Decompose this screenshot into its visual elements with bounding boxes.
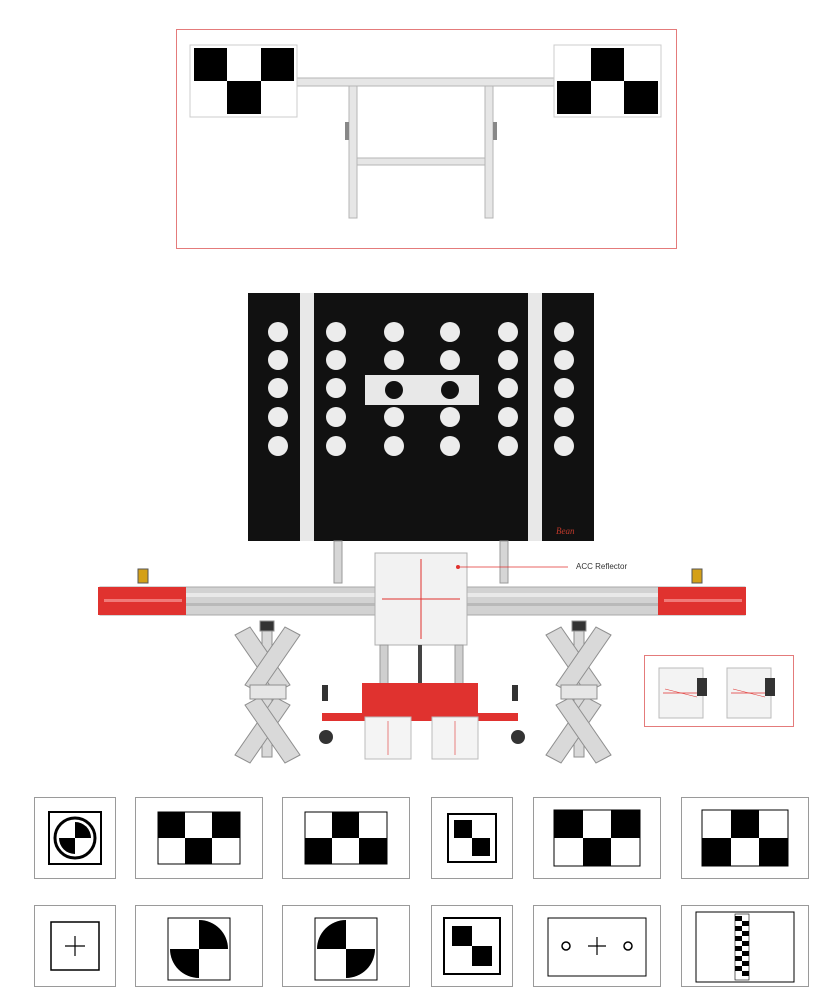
- target-dot-crosshair: [533, 905, 661, 987]
- checkerboard-target-icon: [157, 811, 241, 865]
- target-checker-4: [681, 797, 809, 879]
- target-vertical-scale: [681, 905, 809, 987]
- small-reflector-right: [726, 667, 775, 719]
- reflector-inset-panel: [644, 655, 794, 727]
- camera-calibration-frame-panel: [176, 29, 677, 249]
- target-quarter-circle-small: [34, 797, 116, 879]
- checkerboard-target-icon: [701, 809, 789, 867]
- checkerboard-target-icon: [304, 811, 388, 865]
- camera-calibration-frame-illustration: [189, 44, 662, 219]
- target-checker-small: [431, 797, 513, 879]
- target-checker-3: [533, 797, 661, 879]
- checkerboard-target-icon: [443, 917, 501, 975]
- checkerboard-target-icon: [553, 809, 641, 867]
- target-checker-2: [282, 797, 410, 879]
- target-quarter-disc-1: [135, 905, 263, 987]
- crosshair-target-icon: [50, 921, 100, 971]
- target-checker-1: [135, 797, 263, 879]
- dot-crosshair-target-icon: [547, 917, 647, 977]
- right-wheel-clamp: [545, 620, 612, 764]
- target-checker-small-2: [431, 905, 513, 987]
- target-quarter-disc-2: [282, 905, 410, 987]
- quarter-circle-target-icon: [48, 811, 102, 865]
- left-wheel-clamp: [234, 620, 301, 764]
- vertical-scale-target-icon: [695, 911, 795, 983]
- adas-calibration-stand-illustration: [98, 293, 746, 764]
- dot-pattern-board: [248, 293, 594, 541]
- acc-reflector-plate: [374, 552, 568, 646]
- left-checker-panel: [189, 44, 298, 118]
- small-reflector-left: [658, 667, 707, 719]
- red-base-trolley: [319, 683, 525, 760]
- checkerboard-target-icon: [447, 813, 497, 863]
- right-checker-panel: [553, 44, 662, 118]
- target-crosshair-small: [34, 905, 116, 987]
- quarter-circle-target-icon: [314, 917, 378, 981]
- acc-reflector-callout-label: ACC Reflector: [576, 562, 628, 571]
- quarter-circle-target-icon: [167, 917, 231, 981]
- brand-mark: Bean: [556, 526, 575, 536]
